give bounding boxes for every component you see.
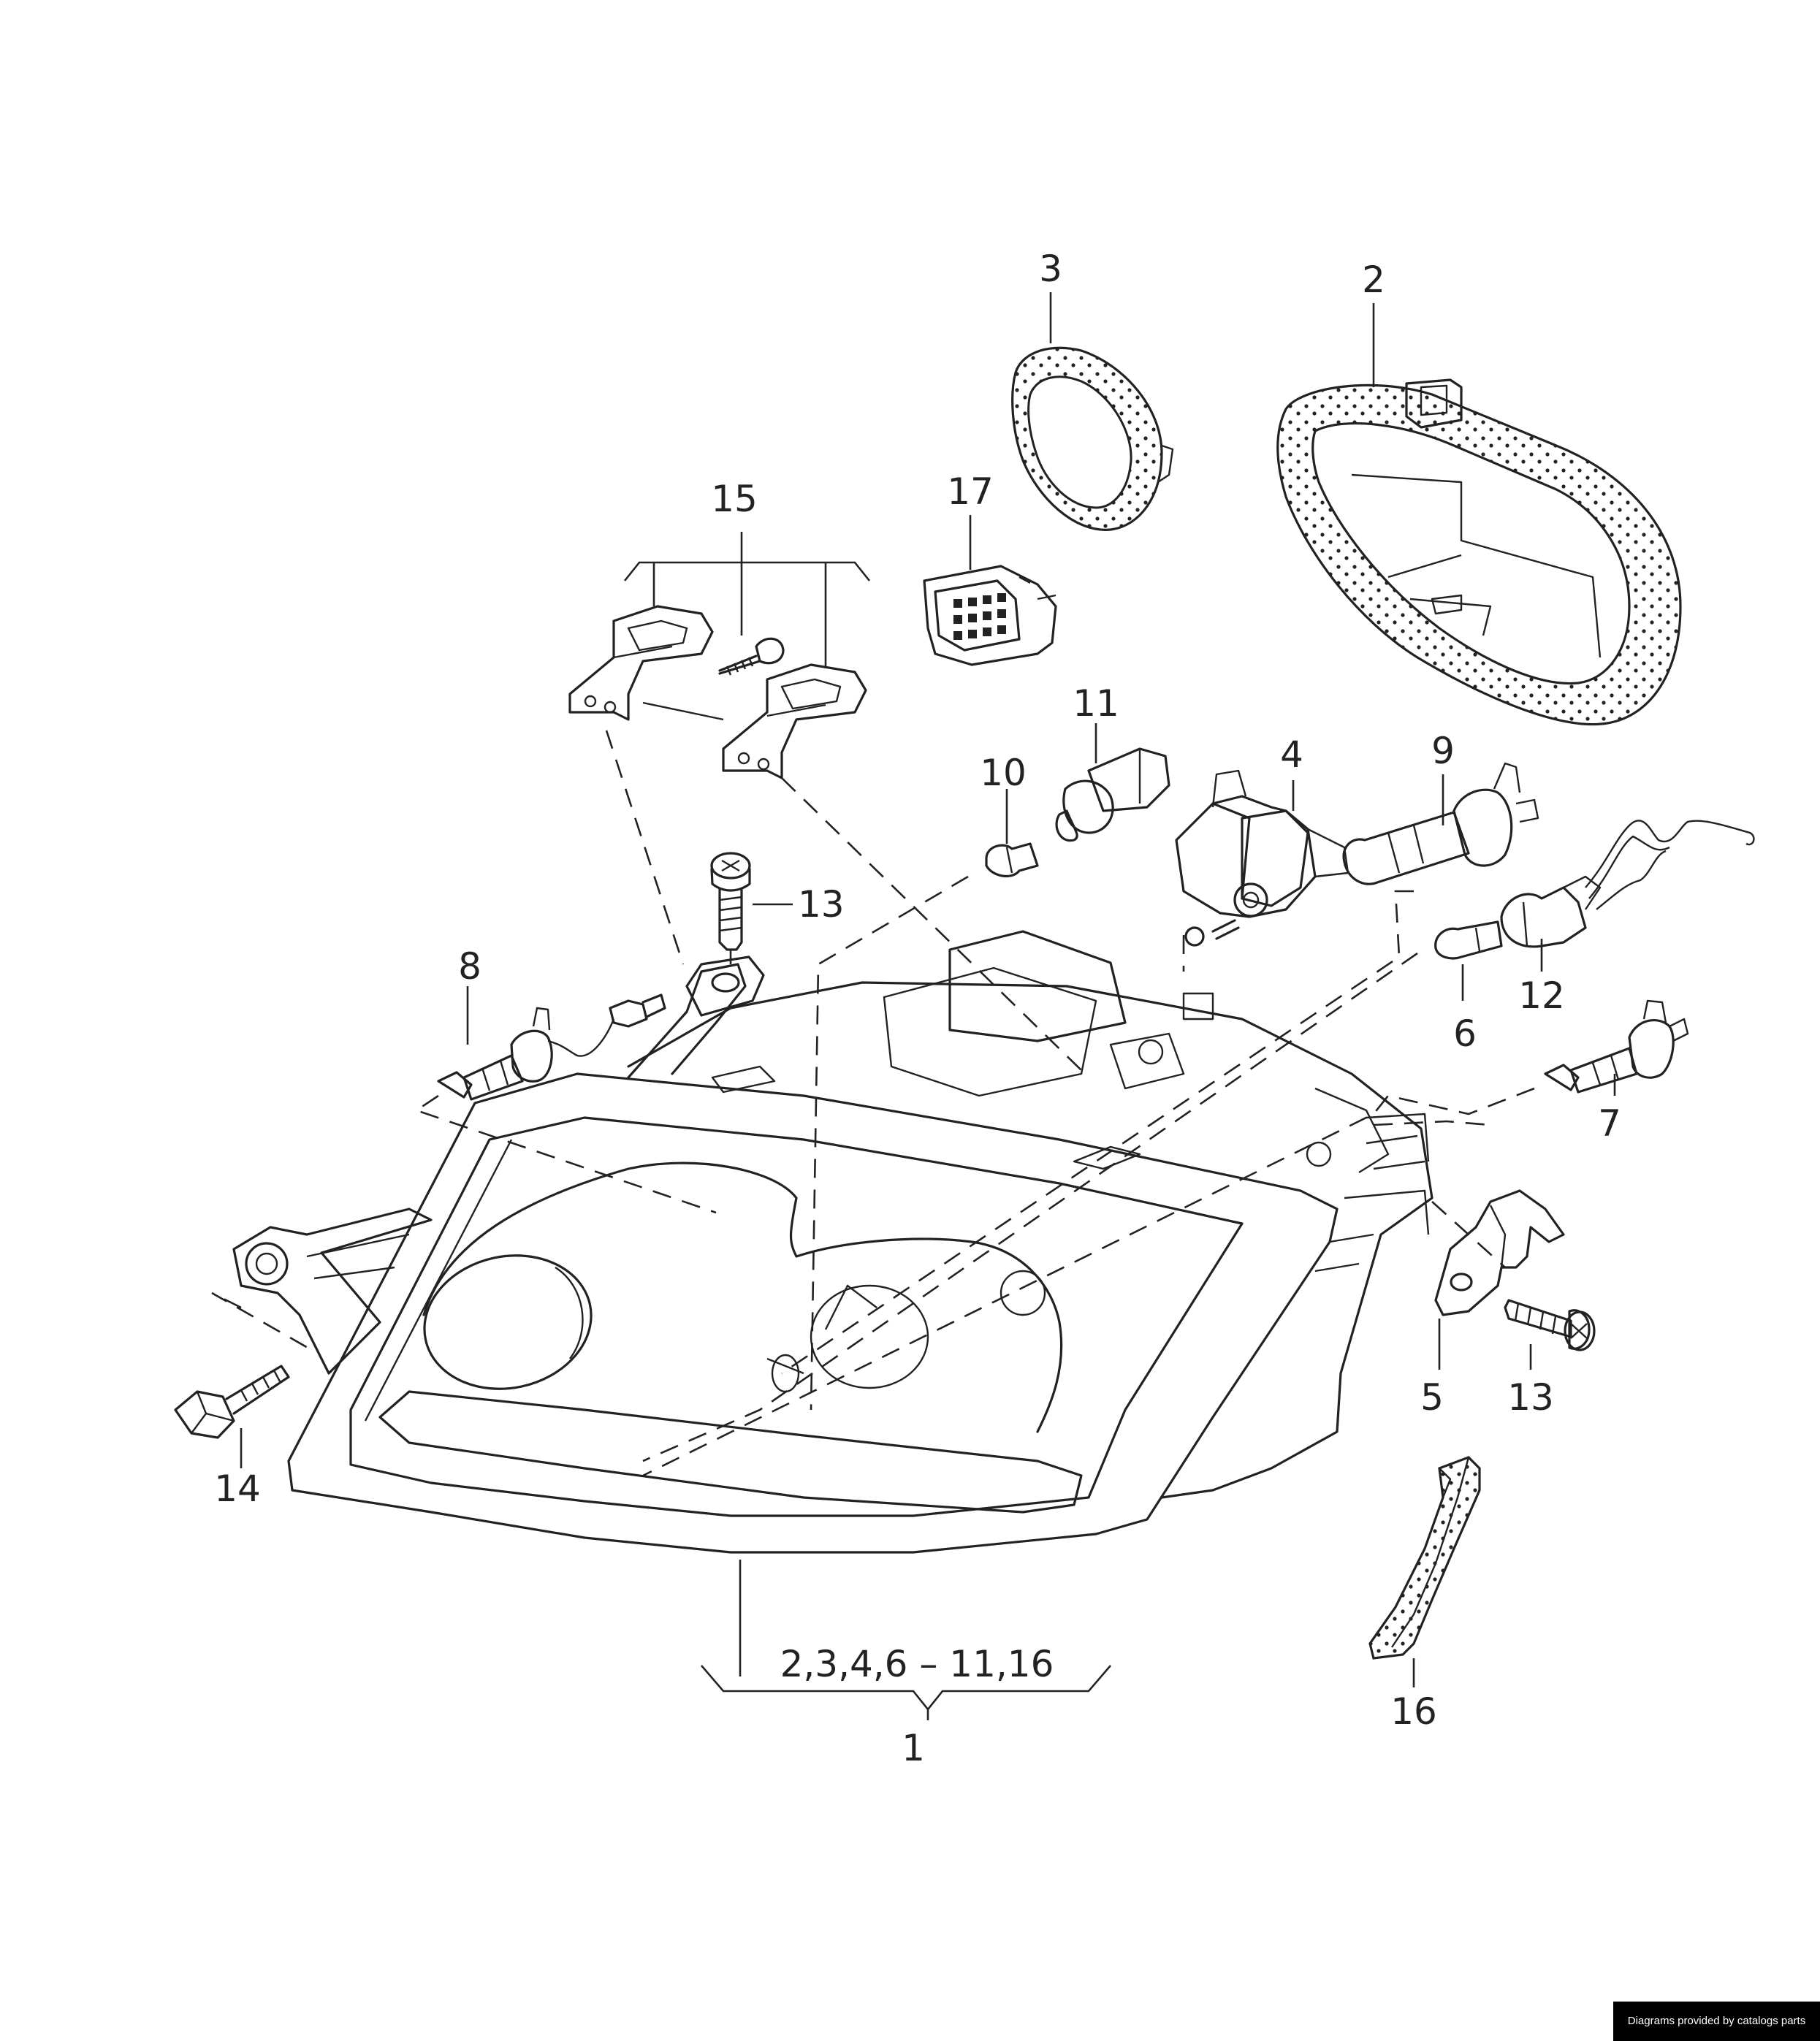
headlight-housing (232, 930, 1433, 1554)
small-bulb (985, 842, 1039, 878)
callout-assembly-group: 2,3,4,6 – 11,16 (780, 1643, 1054, 1685)
bulb-socket-with-wires (1500, 820, 1755, 948)
screw-upper (710, 852, 751, 951)
callout-13-upper: 13 (798, 883, 845, 926)
headlight-range-actuator (1175, 769, 1349, 947)
callout-3: 3 (1039, 248, 1062, 290)
callout-labels: 3 2 15 17 11 10 4 9 13 8 12 6 7 5 13 14 … (214, 248, 1621, 1769)
callout-7: 7 (1598, 1102, 1621, 1145)
assembly-lines (211, 730, 1535, 1477)
callout-8: 8 (458, 945, 481, 988)
electrical-connector (923, 565, 1057, 666)
callout-5: 5 (1420, 1376, 1444, 1419)
rear-cover-large (1276, 378, 1682, 726)
callout-16: 16 (1390, 1690, 1437, 1733)
callout-4: 4 (1280, 733, 1303, 776)
leader-lines (240, 292, 1616, 1720)
callout-2: 2 (1362, 259, 1385, 301)
repair-kit-brackets (568, 605, 867, 779)
halogen-bulb-h7 (1342, 762, 1539, 885)
wedge-bulb (1434, 920, 1503, 960)
callout-1: 1 (902, 1727, 925, 1769)
callout-14: 14 (214, 1468, 261, 1510)
bracket-clip (1434, 1189, 1565, 1316)
callout-12: 12 (1518, 974, 1565, 1017)
screw-lower-right (1504, 1299, 1596, 1351)
bulb-with-lead (437, 993, 666, 1101)
bulb-holder (1055, 747, 1170, 842)
callout-10: 10 (980, 752, 1027, 794)
rear-cover-small (1011, 346, 1174, 531)
diagram-credit: Diagrams provided by catalogs parts (1613, 2002, 1820, 2041)
callout-9: 9 (1431, 730, 1455, 772)
callout-13-lower: 13 (1507, 1376, 1554, 1419)
callout-11: 11 (1073, 682, 1119, 725)
hex-bolt (174, 1365, 290, 1439)
housing-mount-lug (685, 955, 765, 1017)
trim-strip (1368, 1456, 1481, 1660)
callout-6: 6 (1453, 1012, 1477, 1055)
callout-15: 15 (711, 478, 758, 520)
halogen-bulb-h1 (1544, 999, 1689, 1094)
callout-17: 17 (947, 470, 994, 513)
